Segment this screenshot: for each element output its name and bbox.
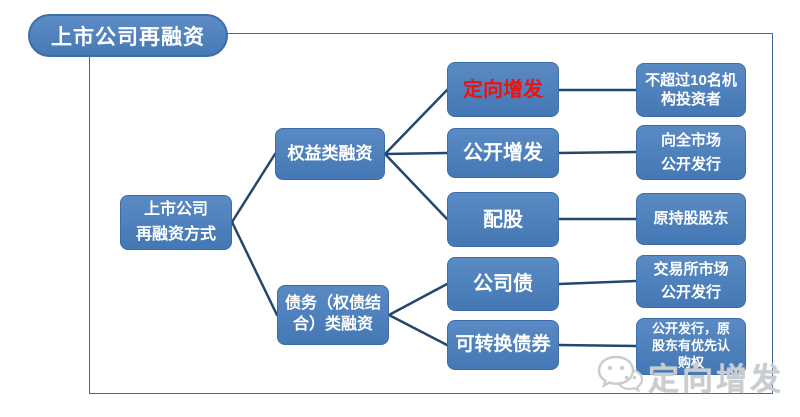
node-private-placement: 定向增发 [447, 62, 559, 117]
node-refinancing-methods: 上市公司 再融资方式 [120, 195, 232, 250]
connector-corporate-bond-detail [557, 279, 638, 286]
node-equity-financing: 权益类融资 [275, 128, 385, 180]
node-public-offering: 公开增发 [447, 128, 559, 178]
node-detail-rights-issue: 原持股股东 [636, 193, 746, 245]
connector-root-equity [230, 152, 277, 224]
diagram-frame [89, 33, 773, 394]
node-rights-issue: 配股 [447, 192, 559, 247]
connector-convertible-bond-detail [557, 343, 638, 348]
node-corporate-bond: 公司债 [447, 257, 559, 311]
node-detail-public-offering: 向全市场 公开发行 [636, 125, 746, 180]
connector-root-debt [230, 220, 279, 317]
node-detail-convertible-bond: 公开发行，原 股东有优先认 购权 [636, 318, 746, 375]
connector-public-offering-detail [557, 150, 638, 155]
connector-debt-corporate-bond [387, 282, 449, 317]
title-badge-label: 上市公司再融资 [51, 25, 205, 49]
title-badge: 上市公司再融资 [28, 14, 228, 57]
node-convertible-bond: 可转换债券 [447, 320, 559, 370]
connector-equity-rights-issue [383, 152, 449, 221]
connector-debt-convertible-bond [387, 313, 449, 347]
node-debt-financing: 债务（权债结 合）类融资 [277, 285, 389, 345]
connector-equity-public-offering [383, 151, 449, 156]
node-detail-private-placement: 不超过10名机 构投资者 [636, 63, 746, 117]
connector-equity-private-placement [383, 88, 449, 156]
node-detail-corporate-bond: 交易所市场 公开发行 [636, 255, 746, 308]
